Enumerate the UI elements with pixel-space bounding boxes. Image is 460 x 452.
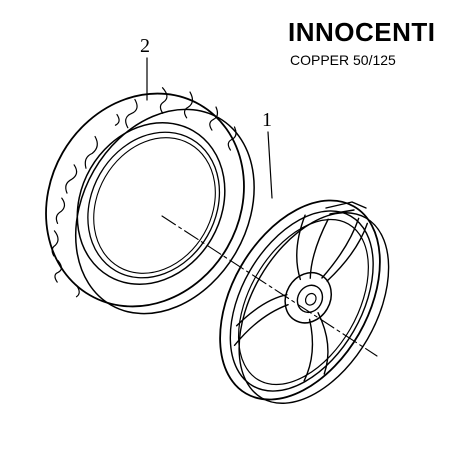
rim-flange [229, 210, 374, 392]
brand-title: INNOCENTI [288, 17, 436, 47]
callout-number-1: 1 [262, 109, 272, 131]
callout-2: 2 [140, 35, 150, 101]
wheel-rim [219, 199, 390, 404]
valve-stem [325, 201, 367, 215]
tire-bead [87, 131, 221, 279]
rim-outer-lip [219, 199, 381, 401]
tire-outer-edge [45, 92, 245, 308]
tire-tread-back-edge [74, 108, 255, 315]
callout-1: 1 [262, 109, 273, 199]
tire-inner-sidewall [76, 122, 226, 285]
wheel-axis-line [161, 215, 378, 357]
rim-back-lip [238, 212, 390, 404]
model-subtitle: COPPER 50/125 [290, 52, 396, 68]
rim-spokes [233, 214, 369, 382]
rim-hub [284, 271, 333, 324]
tire-tread-pattern [51, 87, 237, 298]
callout-number-2: 2 [140, 35, 150, 57]
tire [45, 87, 255, 315]
